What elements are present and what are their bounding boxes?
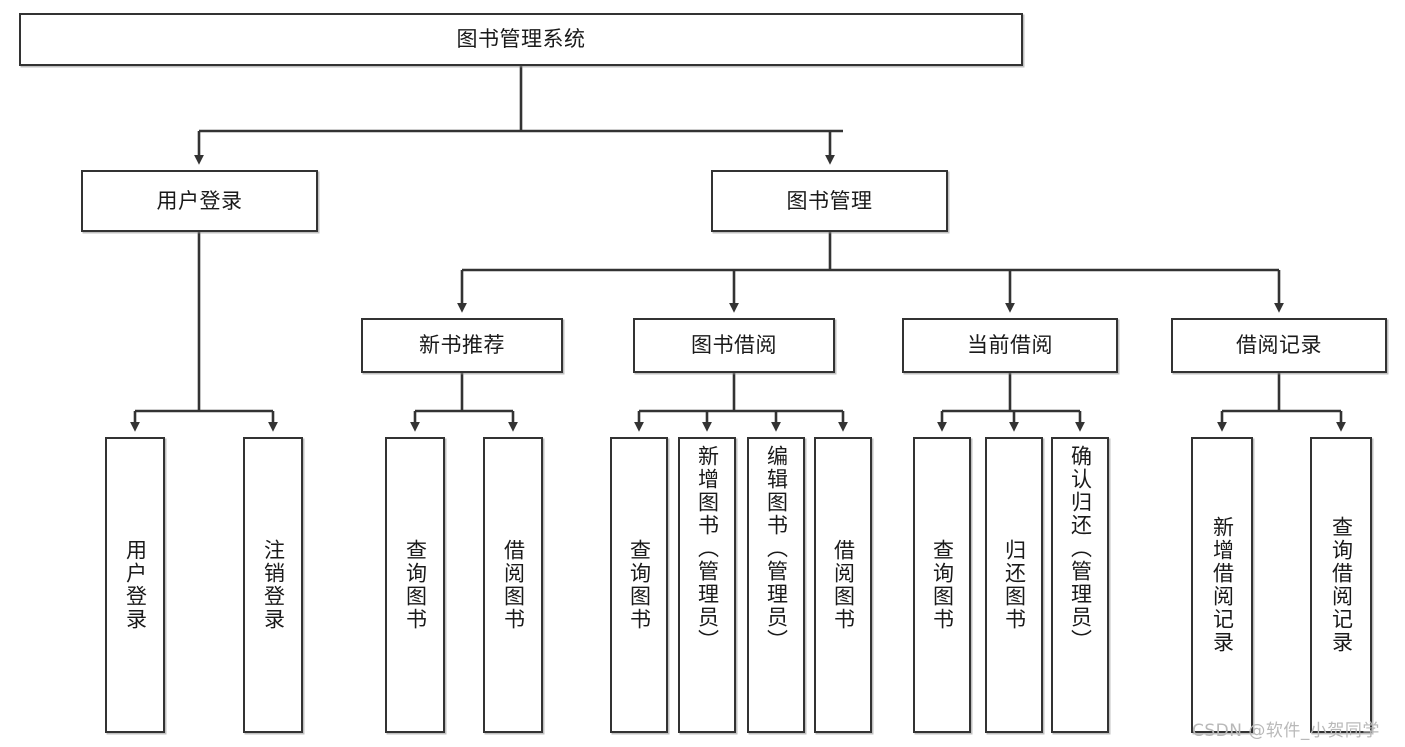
node-book-management[interactable]: 图书管理 [711, 170, 948, 232]
node-book-borrow[interactable]: 图书借阅 [633, 318, 835, 373]
node-root[interactable]: 图书管理系统 [19, 13, 1023, 66]
leaf-query-book-current[interactable]: 查询图书 [913, 437, 971, 733]
node-new-book-recommend[interactable]: 新书推荐 [361, 318, 563, 373]
leaf-query-borrow-record-label: 查询借阅记录 [1329, 516, 1354, 654]
leaf-lend-book[interactable]: 借阅图书 [814, 437, 872, 733]
leaf-query-book-recommend[interactable]: 查询图书 [385, 437, 445, 733]
leaf-return-book-label: 归还图书 [1002, 539, 1027, 631]
leaf-borrow-book-recommend[interactable]: 借阅图书 [483, 437, 543, 733]
leaf-user-login[interactable]: 用户登录 [105, 437, 165, 733]
node-current-borrow[interactable]: 当前借阅 [902, 318, 1118, 373]
leaf-user-logout-label: 注销登录 [261, 539, 286, 631]
leaf-borrow-book-recommend-label: 借阅图书 [501, 539, 526, 631]
node-current-borrow-label: 当前借阅 [967, 333, 1053, 358]
leaf-add-borrow-record-label: 新增借阅记录 [1210, 516, 1235, 654]
leaf-confirm-return-admin[interactable]: 确认归还（管理员） [1051, 437, 1109, 733]
leaf-lend-book-label: 借阅图书 [831, 539, 856, 631]
leaf-add-book-admin[interactable]: 新增图书（管理员） [678, 437, 736, 733]
node-book-management-label: 图书管理 [786, 188, 873, 213]
leaf-query-book-borrow-label: 查询图书 [627, 539, 652, 631]
leaf-query-book-current-label: 查询图书 [930, 539, 955, 631]
node-user-login[interactable]: 用户登录 [81, 170, 318, 232]
leaf-add-borrow-record[interactable]: 新增借阅记录 [1191, 437, 1253, 733]
leaf-return-book[interactable]: 归还图书 [985, 437, 1043, 733]
node-borrow-record[interactable]: 借阅记录 [1171, 318, 1387, 373]
leaf-edit-book-admin-label: 编辑图书（管理员） [764, 445, 789, 652]
leaf-query-book-borrow[interactable]: 查询图书 [610, 437, 668, 733]
leaf-edit-book-admin[interactable]: 编辑图书（管理员） [747, 437, 805, 733]
node-book-borrow-label: 图书借阅 [691, 333, 777, 358]
csdn-watermark: CSDN @软件_小贺同学 [1192, 721, 1380, 741]
leaf-add-book-admin-label: 新增图书（管理员） [695, 445, 720, 652]
leaf-query-book-recommend-label: 查询图书 [403, 539, 428, 631]
node-borrow-record-label: 借阅记录 [1236, 333, 1322, 358]
leaf-user-logout[interactable]: 注销登录 [243, 437, 303, 733]
leaf-query-borrow-record[interactable]: 查询借阅记录 [1310, 437, 1372, 733]
leaf-confirm-return-admin-label: 确认归还（管理员） [1068, 445, 1093, 652]
node-new-book-recommend-label: 新书推荐 [419, 333, 505, 358]
node-user-login-label: 用户登录 [156, 188, 243, 213]
node-root-label: 图书管理系统 [456, 27, 586, 52]
leaf-user-login-label: 用户登录 [123, 539, 148, 631]
